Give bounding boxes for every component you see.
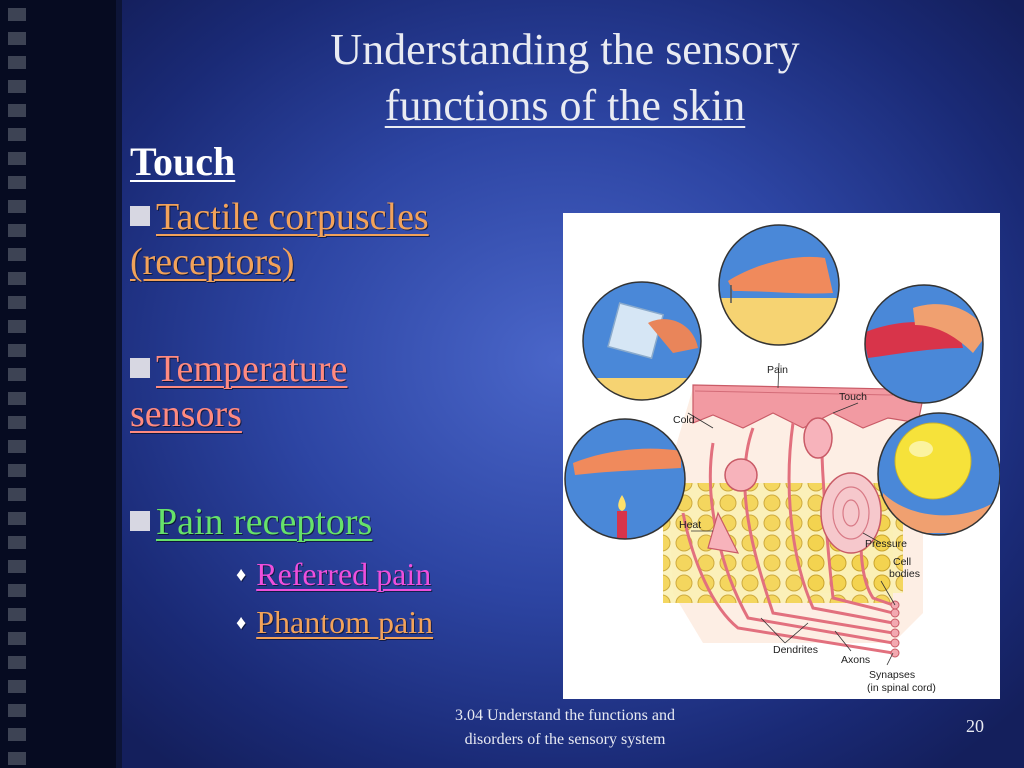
- cold-circle-ice-cube: [582, 281, 702, 401]
- slide-title: Understanding the sensory functions of t…: [270, 22, 860, 134]
- skin-receptors-illustration: Pain Cold Touch Heat Pressure Cell bodie…: [564, 224, 1000, 694]
- film-perforations: [8, 8, 26, 768]
- sub-bullet-referred-pain: ♦ Referred pain: [236, 554, 431, 595]
- label-cold: Cold: [673, 414, 695, 426]
- section-heading-touch: Touch: [130, 139, 236, 184]
- label-cell: Cell: [893, 556, 911, 568]
- label-touch: Touch: [839, 391, 867, 403]
- label-in-spinal-cord: (in spinal cord): [867, 682, 936, 694]
- label-bodies: bodies: [889, 568, 920, 580]
- footer-line-1: 3.04 Understand the functions and: [455, 707, 675, 724]
- pain-circle-finger-pin: [718, 224, 840, 346]
- bullet-text: Pain receptors: [156, 501, 373, 543]
- bullet-text: Tactile corpuscles (receptors): [130, 196, 429, 283]
- title-line-2-text: functions of the skin: [384, 81, 746, 130]
- film-strip-border: [0, 0, 122, 768]
- skin-receptors-diagram: Pain Cold Touch Heat Pressure Cell bodie…: [563, 213, 1000, 699]
- label-dendrites: Dendrites: [773, 644, 818, 656]
- title-line-1: Understanding the sensory: [330, 25, 800, 74]
- sub-bullet-text: Referred pain: [256, 556, 432, 592]
- touch-circle-feather: [864, 284, 984, 404]
- square-bullet-icon: [130, 511, 150, 531]
- label-synapses: Synapses: [869, 669, 915, 681]
- label-pain: Pain: [767, 364, 788, 376]
- label-axons: Axons: [841, 654, 870, 666]
- bullet-tactile-corpuscles: Tactile corpuscles (receptors): [130, 195, 530, 285]
- diamond-bullet-icon: ♦: [236, 612, 247, 634]
- bullet-text: Temperature sensors: [130, 348, 348, 435]
- film-edge: [116, 0, 122, 768]
- leader-lines: [687, 362, 896, 666]
- bullet-pain-receptors: Pain receptors: [130, 500, 490, 545]
- title-line-2: functions of the skin: [270, 78, 860, 134]
- bullet-temperature-sensors: Temperature sensors: [130, 347, 450, 437]
- pressure-circle-ball: [877, 412, 1000, 536]
- slide-footer: 3.04 Understand the functions and disord…: [400, 704, 730, 752]
- sub-bullet-phantom-pain: ♦ Phantom pain: [236, 602, 433, 643]
- sub-bullet-text: Phantom pain: [256, 604, 434, 640]
- square-bullet-icon: [130, 358, 150, 378]
- square-bullet-icon: [130, 206, 150, 226]
- heat-circle-candle: [564, 418, 686, 540]
- label-heat: Heat: [679, 519, 701, 531]
- receptor-organs: [707, 417, 882, 554]
- page-number: 20: [966, 716, 984, 736]
- diamond-bullet-icon: ♦: [236, 564, 247, 586]
- footer-line-2: disorders of the sensory system: [464, 731, 666, 748]
- label-pressure: Pressure: [865, 538, 907, 550]
